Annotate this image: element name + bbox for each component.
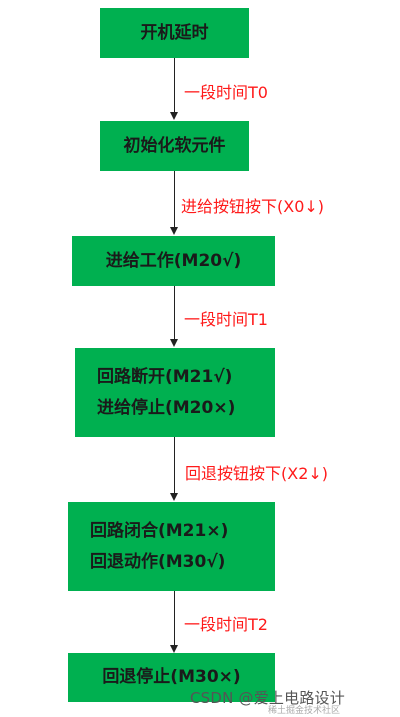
arrowhead-5 xyxy=(170,645,178,653)
arrow-line-3 xyxy=(174,286,175,340)
arrowhead-1 xyxy=(170,112,178,120)
transition-label-x2: 回退按钮按下(X2↓) xyxy=(185,464,329,483)
step-label-line2: 进给停止(M20×) xyxy=(97,397,236,418)
step-feed-work: 进给工作(M20√) xyxy=(72,236,275,286)
arrowhead-3 xyxy=(170,339,178,347)
arrowhead-2 xyxy=(170,227,178,235)
transition-label-x0: 进给按钮按下(X0↓) xyxy=(181,197,325,216)
step-label-line2: 回退动作(M30√) xyxy=(90,551,226,572)
arrow-line-1 xyxy=(174,58,175,113)
arrow-line-4 xyxy=(174,437,175,494)
step-label-line1: 回路闭合(M21×) xyxy=(90,521,229,542)
transition-label-t2: 一段时间T2 xyxy=(184,615,268,634)
arrow-line-2 xyxy=(174,171,175,227)
step-label: 进给工作(M20√) xyxy=(105,250,242,271)
step-startup-delay: 开机延时 xyxy=(100,8,249,58)
step-label: 回退停止(M30×) xyxy=(102,667,241,688)
arrowhead-4 xyxy=(170,493,178,501)
step-label: 开机延时 xyxy=(140,22,209,43)
watermark-small: 稀土掘金技术社区 xyxy=(268,706,341,716)
transition-label-t1: 一段时间T1 xyxy=(184,310,268,329)
step-init-elements: 初始化软元件 xyxy=(100,121,249,171)
step-retract-stop: 回退停止(M30×) xyxy=(68,653,275,702)
step-label: 初始化软元件 xyxy=(123,135,226,156)
step-circuit-open-feed-stop: 回路断开(M21√) 进给停止(M20×) xyxy=(75,348,275,437)
step-circuit-close-retract: 回路闭合(M21×) 回退动作(M30√) xyxy=(68,502,275,591)
watermark: CSDN @爱上电路设计 xyxy=(190,689,345,707)
transition-label-t0: 一段时间T0 xyxy=(184,83,268,102)
arrow-line-5 xyxy=(174,591,175,646)
step-label-line1: 回路断开(M21√) xyxy=(97,367,233,388)
